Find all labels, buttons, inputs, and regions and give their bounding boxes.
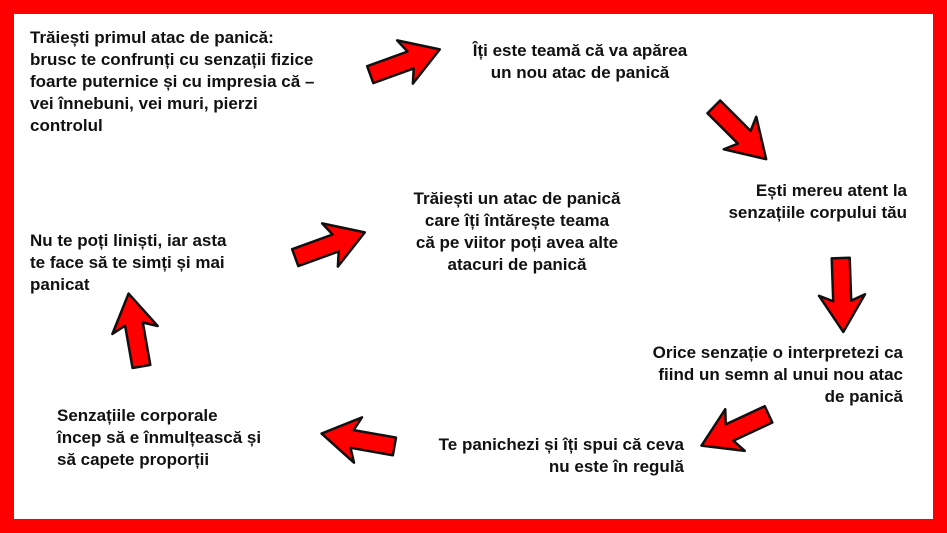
step-6: Senzațiile corporale încep să e înmulțea… [57, 406, 262, 469]
step-5: Te panichezi și îți spui că ceva nu este… [438, 435, 684, 476]
step-2: Îți este teamă că va apărea un nou atac … [472, 41, 688, 82]
arrow-icon [816, 255, 868, 335]
step-4: Orice senzație o interpretezi ca fiind u… [652, 343, 903, 406]
step-3: Ești mereu atent la senzațiile corpului … [728, 181, 907, 222]
step-7: Nu te poți liniști, iar asta te face să … [30, 231, 227, 294]
step-1: Trăiești primul atac de panică: brusc te… [30, 28, 315, 135]
step-8: Trăiești un atac de panică care îți întă… [413, 189, 621, 274]
